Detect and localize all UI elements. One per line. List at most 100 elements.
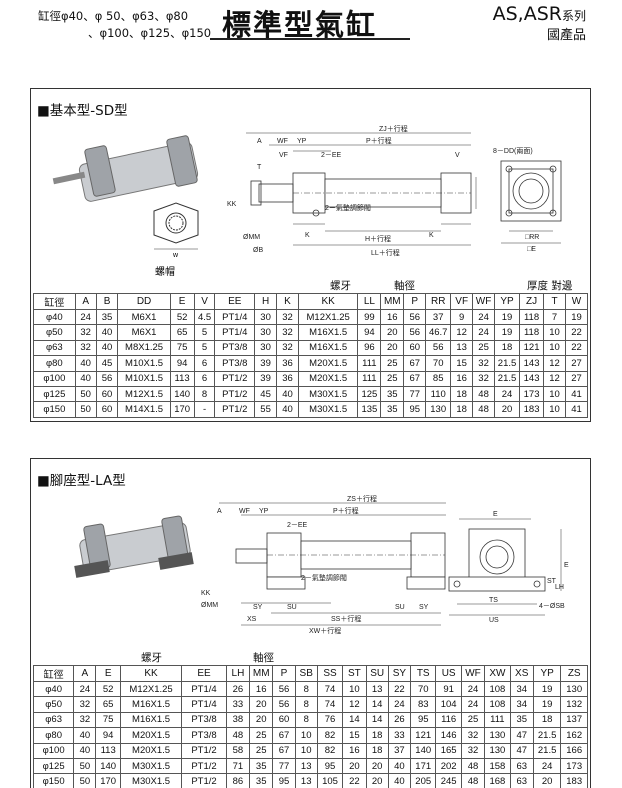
dim-v: V (455, 152, 460, 159)
table-cell: 32 (73, 711, 97, 729)
la-header-cell: YP (532, 665, 562, 682)
dim-b: ØB (253, 247, 263, 254)
table-cell: 60 (95, 385, 119, 403)
table-cell: 33 (225, 696, 251, 713)
table-cell: 45 (254, 385, 278, 403)
dim-kk: KK (227, 201, 237, 208)
bore-sizes-line2: 、φ100、φ125、φ150 (88, 26, 212, 40)
table-cell: 118 (519, 308, 545, 326)
la-section-title: ■腳座型-LA型 (37, 473, 126, 489)
dim-vf: VF (279, 152, 288, 159)
sd-drawing: w 螺帽 ZJ＋行程 A WF YP P＋行程 VF (52, 124, 562, 278)
table-cell: 74 (316, 696, 344, 713)
table-cell: 104 (435, 696, 462, 713)
table-cell: 25 (380, 355, 405, 372)
sd-header-cell: A (74, 293, 97, 310)
table-cell: 67 (403, 370, 427, 387)
table-cell: 83 (410, 696, 437, 713)
la-header-cell: TS (410, 665, 437, 682)
table-cell: PT1/4 (214, 308, 256, 326)
table-cell: 12 (543, 355, 566, 372)
table-cell: 111 (357, 370, 382, 387)
table-cell: 96 (357, 339, 382, 357)
table-cell: 40 (73, 727, 97, 744)
sd-group-wrench: 厚度 對邊 (527, 280, 573, 292)
table-cell: 20 (249, 696, 274, 713)
table-cell: 35 (509, 711, 534, 729)
table-cell: 10 (543, 401, 566, 418)
table-cell: 40 (95, 339, 119, 357)
la-dim-a: A (217, 508, 222, 515)
la-dim-p: P＋行程 (333, 506, 359, 515)
table-cell: 20 (380, 324, 405, 341)
table-cell: 94 (95, 727, 121, 744)
table-cell: 13 (294, 773, 318, 788)
la-end-view (448, 518, 562, 616)
table-cell: PT3/8 (181, 711, 227, 729)
table-cell: 170 (95, 773, 121, 788)
table-cell: 132 (560, 696, 588, 713)
table-cell: PT1/4 (181, 696, 227, 713)
table-cell: 10 (342, 680, 367, 698)
table-cell: 46.7 (425, 324, 452, 341)
la-side-view (219, 502, 446, 626)
table-cell: 8 (193, 385, 216, 403)
la-header-cell: SB (294, 665, 318, 682)
la-group-thread: 螺牙 (141, 652, 162, 664)
table-cell: 21.5 (494, 355, 521, 372)
table-cell: 20 (342, 757, 367, 775)
dim-yp: YP (297, 138, 307, 145)
table-cell: M30X1.5 (119, 773, 183, 788)
table-cell: 202 (435, 757, 462, 775)
table-cell: 65 (169, 324, 195, 341)
la-dim-kk: KK (201, 590, 211, 597)
table-cell: 14 (365, 711, 389, 729)
table-cell: 34 (509, 680, 534, 698)
table-cell: 50 (74, 401, 97, 418)
table-cell: 50 (74, 385, 97, 403)
table-cell: 67 (403, 355, 427, 372)
la-header-cell: P (272, 665, 296, 682)
la-dim-ss: SS＋行程 (331, 614, 361, 623)
la-dim-us: US (489, 617, 499, 624)
table-cell: 45 (95, 355, 119, 372)
table-cell: 60 (272, 711, 296, 729)
table-cell: 25 (472, 339, 496, 357)
table-cell: φ40 (33, 308, 76, 326)
table-cell: 40 (74, 370, 97, 387)
table-cell: 48 (472, 385, 496, 403)
table-cell: 108 (484, 680, 511, 698)
table-cell: PT1/4 (214, 324, 256, 341)
table-cell: 35 (249, 773, 274, 788)
table-cell: 20 (249, 711, 274, 729)
la-dim-e-top: E (493, 511, 498, 518)
sd-header-cell: VF (450, 293, 474, 310)
dim-e: □E (527, 246, 536, 253)
table-cell: 32 (472, 370, 496, 387)
title-underline (210, 38, 410, 40)
sd-header-cell: MM (380, 293, 405, 310)
table-cell: 48 (460, 773, 486, 788)
table-cell: 5 (193, 339, 216, 357)
table-cell: 24 (472, 308, 496, 326)
table-cell: 121 (519, 339, 545, 357)
table-cell: PT3/8 (214, 339, 256, 357)
table-cell: 76 (316, 711, 344, 729)
dim-k-right: K (429, 232, 434, 239)
la-dim-sb: 4－ØSB (539, 603, 565, 610)
table-cell: 95 (272, 773, 296, 788)
table-cell: 56 (272, 680, 296, 698)
table-cell: 21.5 (532, 727, 562, 744)
table-cell: 40 (74, 355, 97, 372)
table-cell: 130 (484, 742, 511, 759)
table-cell: 24 (472, 324, 496, 341)
sd-header-cell: T (543, 293, 566, 310)
sd-header-cell: H (254, 293, 278, 310)
table-cell: 71 (225, 757, 251, 775)
table-cell: φ80 (33, 355, 76, 372)
table-cell: 108 (484, 696, 511, 713)
